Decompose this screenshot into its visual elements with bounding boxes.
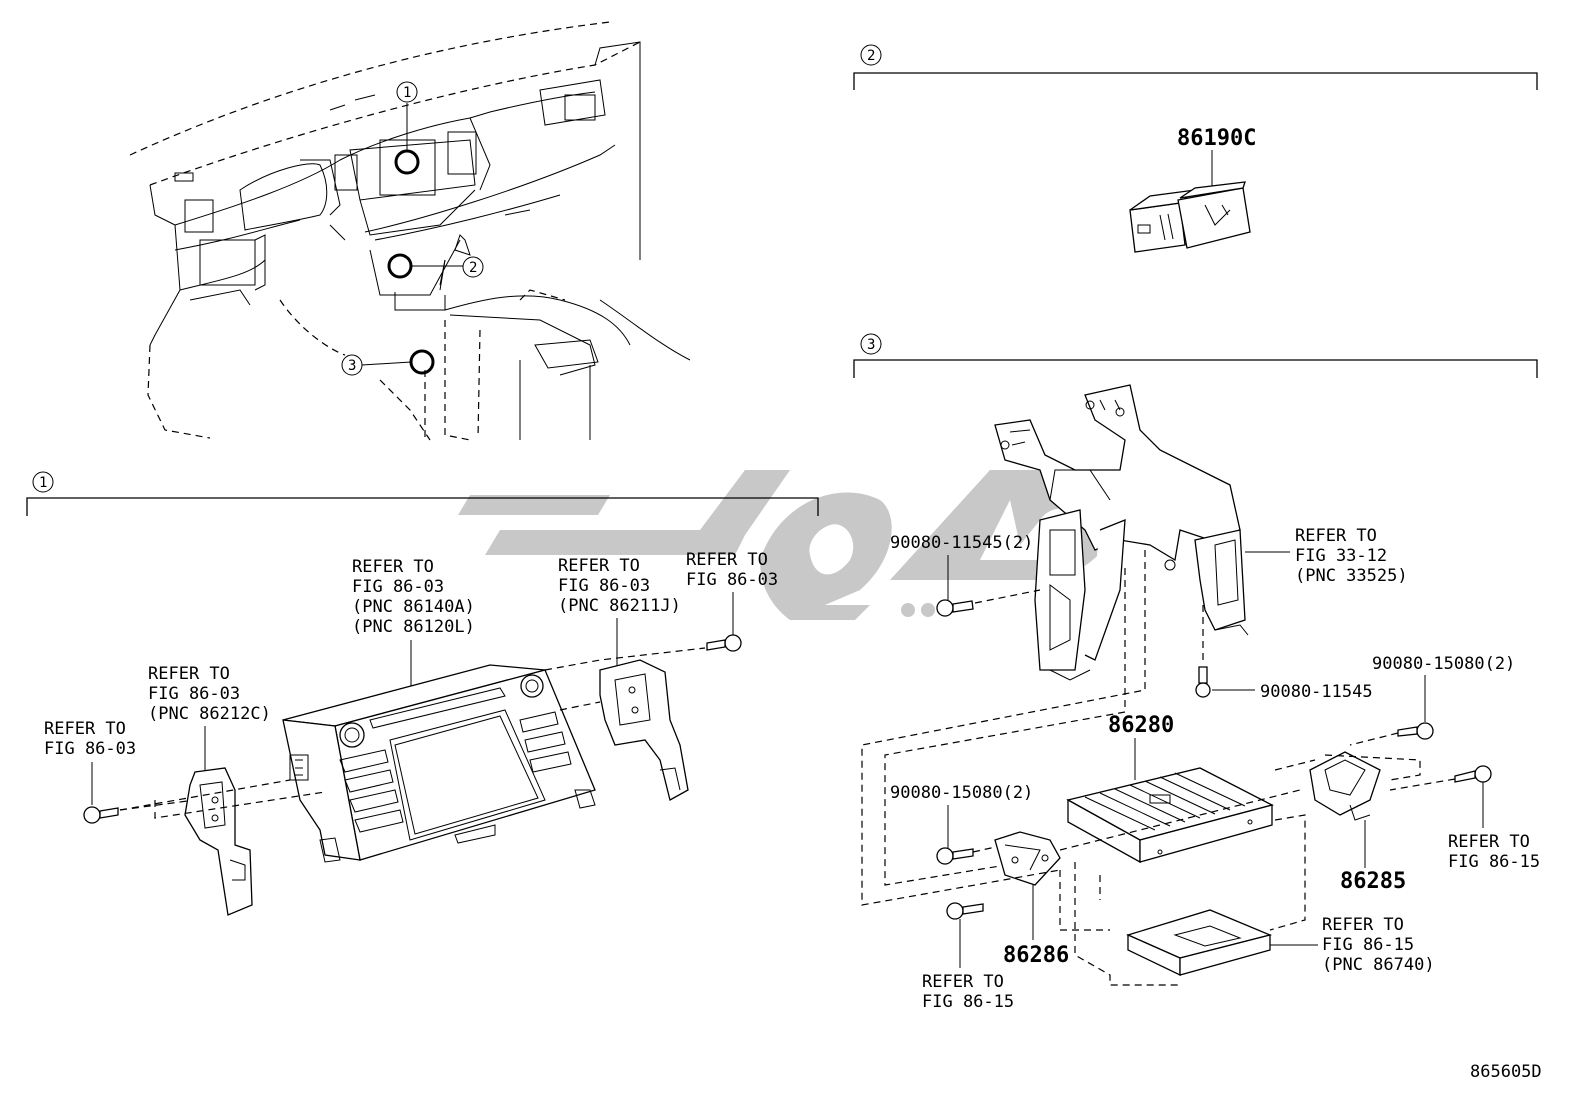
amplifier-86280 — [1066, 767, 1274, 864]
switch-part-86190C — [1129, 181, 1251, 253]
refer-fig-86-03-screw-right-line2: FIG 86-03 — [686, 570, 778, 590]
refer-fig-86-03-bracket-left-line2: FIG 86-03 — [148, 684, 240, 704]
bracket-left — [184, 767, 253, 916]
bolt-icon — [1195, 666, 1211, 698]
section-marker-2 — [860, 44, 882, 66]
section-2: 2 86190C — [853, 44, 1538, 253]
callout-label-1: 1 — [403, 85, 411, 101]
section-marker-2-label: 2 — [867, 48, 875, 64]
refer-fig-86-15-bottom-line2: FIG 86-15 — [922, 992, 1014, 1012]
label-bolt-90080-11545: 90080-11545 — [1260, 682, 1373, 702]
label-bolt-90080-15080-2-left: 90080-15080(2) — [890, 783, 1033, 803]
refer-fig-86-15-box-line1: REFER TO — [1322, 915, 1404, 935]
refer-fig-86-15-box-line3: (PNC 86740) — [1322, 955, 1435, 975]
amplifier-bracket — [994, 384, 1249, 681]
label-bolt-90080-15080-2-right: 90080-15080(2) — [1372, 654, 1515, 674]
location-marker-1 — [394, 149, 420, 175]
screw-icon — [83, 806, 119, 824]
location-marker-2 — [387, 253, 413, 279]
section-marker-3-label: 3 — [867, 337, 875, 353]
section-marker-1 — [32, 471, 54, 493]
module-box-86740 — [1126, 909, 1273, 977]
bracket-86285 — [1309, 751, 1381, 821]
refer-fig-33-12-line1: REFER TO — [1295, 526, 1377, 546]
part-number-86286: 86286 — [1003, 943, 1069, 968]
refer-fig-86-15-bottom-line1: REFER TO — [922, 972, 1004, 992]
bolt-icon — [936, 847, 974, 865]
refer-fig-86-15-right-line2: FIG 86-15 — [1448, 852, 1540, 872]
refer-fig-86-03-bracket-right-line2: FIG 86-03 — [558, 576, 650, 596]
refer-fig-33-12-line3: (PNC 33525) — [1295, 566, 1408, 586]
callout-label-3: 3 — [348, 358, 356, 374]
diagram-id: 865605D — [1470, 1062, 1542, 1082]
refer-fig-86-15-box-line2: FIG 86-15 — [1322, 935, 1414, 955]
refer-fig-86-03-radio-line2: FIG 86-03 — [352, 577, 444, 597]
refer-fig-86-03-bracket-right-line3: (PNC 86211J) — [558, 596, 681, 616]
bracket-right — [599, 659, 689, 801]
bolt-icon — [1454, 765, 1492, 783]
callout-circle-1 — [396, 81, 418, 103]
section-marker-1-label: 1 — [39, 475, 47, 491]
refer-fig-86-03-left-line1: REFER TO — [44, 719, 126, 739]
location-marker-3 — [409, 349, 435, 375]
bolt-icon — [1397, 722, 1434, 740]
refer-fig-86-03-bracket-left-line3: (PNC 86212C) — [148, 704, 271, 724]
callout-circle-3 — [341, 354, 363, 376]
label-bolt-90080-11545-2: 90080-11545(2) — [890, 533, 1033, 553]
section-1: 1 REFER TO FIG 86-03 REFER TO FIG 86-03 … — [26, 471, 819, 916]
refer-fig-86-03-left-line2: FIG 86-03 — [44, 739, 136, 759]
screw-icon — [706, 634, 742, 652]
refer-fig-86-03-radio-line4: (PNC 86120L) — [352, 617, 475, 637]
part-number-86190C: 86190C — [1177, 126, 1256, 151]
part-number-86280: 86280 — [1108, 713, 1174, 738]
refer-fig-86-03-radio-line3: (PNC 86140A) — [352, 597, 475, 617]
bolt-icon — [946, 902, 984, 920]
part-number-86285: 86285 — [1340, 869, 1406, 894]
refer-fig-33-12-line2: FIG 33-12 — [1295, 546, 1387, 566]
refer-fig-86-03-bracket-left-line1: REFER TO — [148, 664, 230, 684]
callout-label-2: 2 — [469, 260, 477, 276]
section-marker-3 — [860, 333, 882, 355]
refer-fig-86-03-screw-right-line1: REFER TO — [686, 550, 768, 570]
section-3: 3 90080-11545(2) — [853, 333, 1540, 1012]
refer-fig-86-15-right-line1: REFER TO — [1448, 832, 1530, 852]
refer-fig-86-03-bracket-right-line1: REFER TO — [558, 556, 640, 576]
callout-circle-2 — [462, 256, 484, 278]
bolt-icon — [936, 599, 974, 617]
bracket-86286 — [994, 831, 1061, 886]
refer-fig-86-03-radio-line1: REFER TO — [352, 557, 434, 577]
radio-navigation-unit — [282, 664, 596, 863]
dashboard-overview: 1 2 3 — [129, 21, 691, 441]
